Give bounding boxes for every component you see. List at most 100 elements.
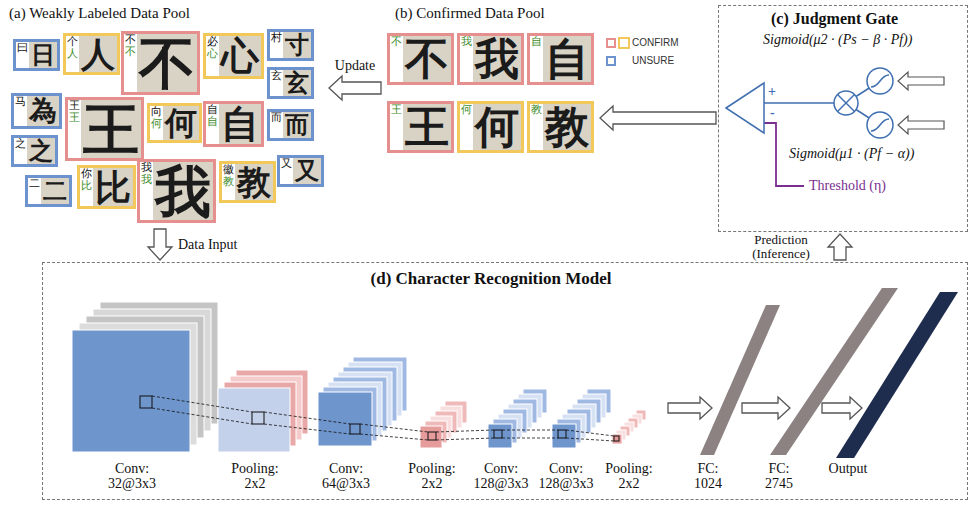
panel-text: FC: 2745 [757,461,801,491]
character-thumbnail: 玄玄 [267,67,314,99]
pool-layer [420,401,467,448]
character-thumbnail: 我我我 [137,159,216,223]
character-image: 不 [137,34,197,92]
character-thumbnail: 而而 [267,109,314,141]
conv-layer [318,357,407,446]
label-column: 而 [270,112,283,124]
pool-layer [218,370,308,452]
label-column: 个人 [66,36,79,60]
character-thumbnail: 村寸 [267,29,314,61]
character-image: 為 [27,96,59,126]
label-column: 马 [14,96,27,108]
conv-layer [72,302,218,452]
edge-label: Update [333,58,377,74]
panel-title: (b) Confirmed Data Pool [395,5,545,22]
character-thumbnail: 王王 [387,101,454,153]
character-image: 何 [473,104,521,150]
weak-label: 二 [29,178,40,190]
character-thumbnail: 我我 [457,33,524,85]
gate-sign: + [768,84,776,99]
weak-label: 又 [281,158,292,170]
character-image: 我 [473,36,521,82]
fc-layer [700,305,780,455]
label-column: 玄 [270,70,283,82]
output-layer [836,292,958,458]
label-column: 教 [530,104,543,116]
label-column: 之 [14,138,27,150]
character-thumbnail: 不不不 [121,31,200,95]
weak-label: 你 [81,168,92,180]
flow-arrow [668,397,862,419]
character-thumbnail: 之之 [11,135,58,167]
label-column: 向何 [150,106,163,130]
label-column: 不 [390,36,403,48]
panel-text: Output [822,461,874,476]
weak-label: 个 [67,36,78,48]
predicted-label: 不 [391,36,402,48]
label-column: 曰 [16,42,29,54]
weak-label: 而 [271,112,282,124]
pool-layer [612,410,646,444]
character-thumbnail: 马為 [11,93,62,129]
panel-title: (a) Weakly Labeled Data Pool [9,5,190,22]
recognition-model-panel: (d) Character Recognition ModelConv: 32@… [42,262,968,500]
character-thumbnail: 王王王 [65,97,144,161]
legend-swatch-extra [619,38,629,48]
character-thumbnail: 曰日 [13,39,60,71]
character-image: 玄 [283,70,311,96]
panel-text: Sigmoid(μ2 · (Ps − β · Pf)) [763,32,912,48]
character-thumbnail: 又又 [277,155,324,187]
edge-label: Data Input [176,237,239,253]
predicted-label: 比 [81,180,92,192]
panel-text: Conv: 128@3x3 [536,461,596,491]
kernel-projection [152,396,614,441]
predicted-label: 教 [531,104,542,116]
gate-wiring [764,81,880,125]
character-thumbnail: 徽教教 [219,161,276,203]
character-image: 而 [283,112,311,138]
character-image: 王 [81,100,141,158]
panel-text: Threshold (η) [809,178,886,194]
character-image: 寸 [283,32,311,58]
fc-layer [770,288,898,455]
character-image: 又 [293,158,321,184]
weak-label: 王 [69,100,80,112]
flow-arrow [329,76,381,100]
label-column: 自 [530,36,543,48]
predicted-label: 何 [461,104,472,116]
predicted-label: 我 [461,36,472,48]
comparator [726,83,764,133]
label-column: 我我 [140,162,153,186]
data-pool-panel: (b) Confirmed Data Pool不不我我自自王王何何教教 [383,5,598,165]
legend-swatch [606,38,616,48]
kernel-marker [140,396,619,441]
panel-text: Pooling: 2x2 [600,461,658,491]
weak-label: 不 [125,34,136,46]
flow-arrow [600,106,716,130]
panel-text: Sigmoid(μ1 · (Pf − α)) [789,146,914,162]
panel-text: Pooling: 2x2 [403,461,461,491]
flow-arrow [828,234,852,260]
weak-label: 村 [271,32,282,44]
character-thumbnail: 教教 [527,101,594,153]
predicted-label: 心 [207,48,218,60]
weak-label: 玄 [271,70,282,82]
panel-title: (c) Judgment Gate [771,10,898,28]
character-image: 心 [219,36,261,76]
weak-label: 徽 [223,164,234,176]
predicted-label: 自 [531,36,542,48]
character-image: 之 [27,138,55,164]
label-column: 村 [270,32,283,44]
character-image: 自 [219,104,261,144]
predicted-label: 教 [223,176,234,188]
label-column: 王 [390,104,403,116]
character-thumbnail: 自自 [527,33,594,85]
label-column: 我 [460,36,473,48]
panel-text: Conv: 64@3x3 [317,461,375,491]
panel-text: Conv: 128@3x3 [471,461,531,491]
label-column: 又 [280,158,293,170]
panel-text: FC: 1024 [686,461,730,491]
multiply-unit [834,91,858,115]
judgment-gate-panel: (c) Judgment GateSigmoid(μ2 · (Ps − β · … [718,5,968,232]
weak-label: 我 [141,162,152,174]
